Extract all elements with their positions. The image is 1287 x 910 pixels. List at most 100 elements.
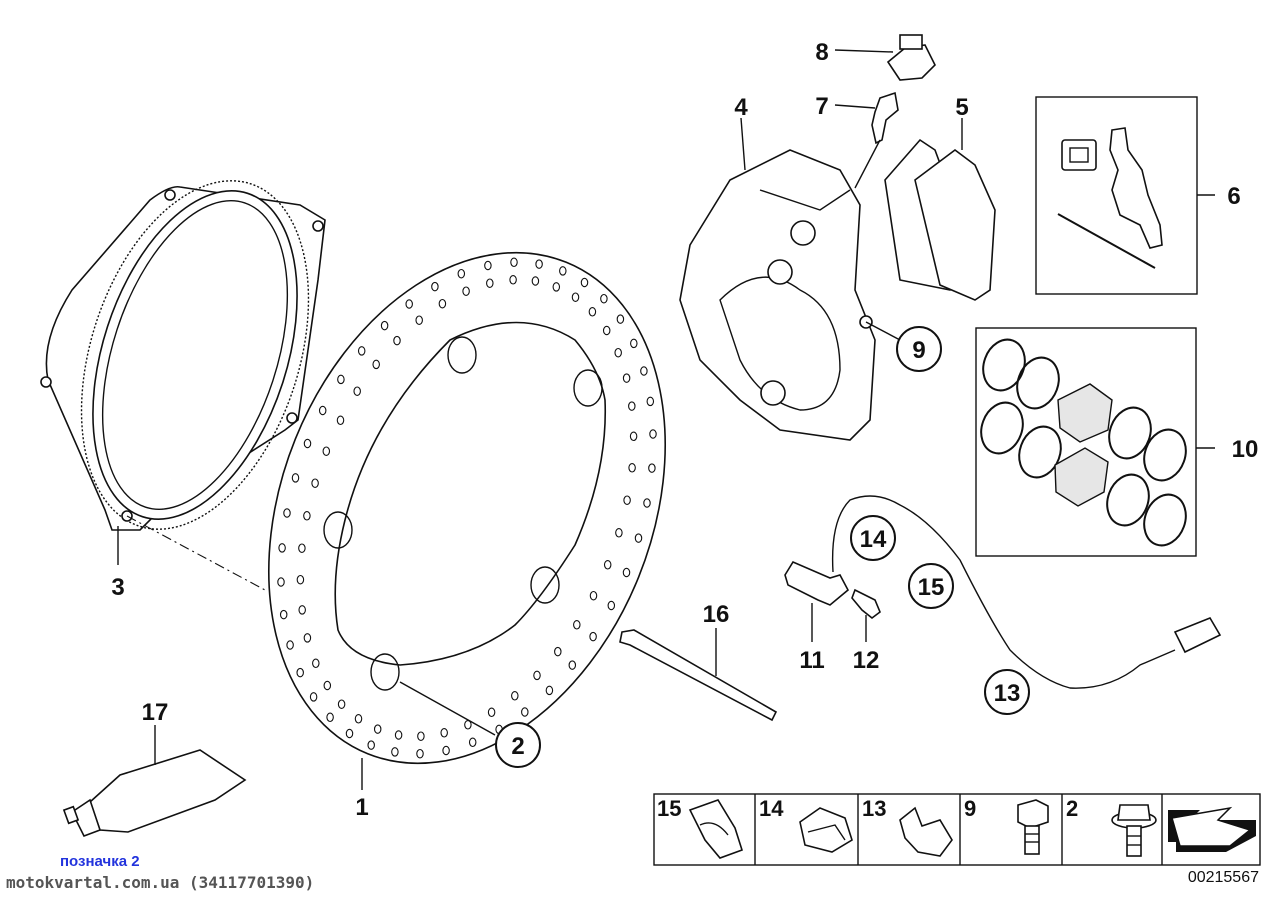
disc-hole bbox=[278, 543, 286, 553]
callout-8: 8 bbox=[815, 39, 828, 66]
disc-hole bbox=[311, 478, 319, 488]
bleed-valve-part bbox=[871, 91, 899, 145]
disc-hole bbox=[416, 748, 424, 759]
disc-hole bbox=[298, 543, 306, 553]
parts-legend: 15 14 13 9 2 bbox=[653, 793, 1261, 866]
disc-hole bbox=[643, 498, 651, 508]
callout-7: 7 bbox=[815, 93, 828, 120]
legend-label-13: 13 bbox=[862, 796, 886, 821]
disc-hole bbox=[345, 728, 354, 739]
disc-hole bbox=[442, 745, 450, 756]
disc-hole bbox=[367, 740, 375, 750]
callout-4: 4 bbox=[734, 94, 748, 121]
callout-circle-2 bbox=[495, 722, 541, 768]
disc-hole bbox=[614, 347, 622, 358]
disc-hole bbox=[417, 731, 425, 741]
disc-hole bbox=[646, 396, 655, 407]
callout-5: 5 bbox=[955, 94, 968, 121]
disc-hole bbox=[589, 631, 597, 642]
disc-hole bbox=[391, 747, 399, 757]
disc-hole bbox=[322, 446, 331, 456]
disc-hole bbox=[603, 560, 612, 570]
callout-12: 12 bbox=[853, 647, 880, 674]
disc-hole bbox=[545, 685, 554, 696]
disc-hole bbox=[511, 691, 519, 701]
callout-13: 13 bbox=[994, 680, 1021, 707]
callout-16: 16 bbox=[703, 601, 730, 628]
disc-hole bbox=[286, 640, 294, 650]
brake-disc-part bbox=[268, 251, 666, 765]
callout-10: 10 bbox=[1232, 436, 1259, 463]
bleed-cap-part bbox=[886, 34, 936, 81]
disc-hole bbox=[468, 737, 477, 748]
disc-hole bbox=[622, 373, 631, 383]
disc-hole bbox=[438, 298, 447, 309]
arrow-icon bbox=[1168, 806, 1256, 852]
diagram-code: 00215567 bbox=[1187, 869, 1259, 886]
seal-piston-kit-part bbox=[980, 338, 1187, 547]
callout-2: 2 bbox=[511, 733, 524, 760]
disc-hole bbox=[312, 658, 320, 669]
cable-tie-part bbox=[619, 629, 778, 722]
disc-hole bbox=[568, 660, 577, 670]
disc-hole bbox=[337, 374, 345, 385]
ring-axis-line bbox=[126, 515, 266, 591]
sensor-ring-part bbox=[40, 180, 326, 531]
disc-hole bbox=[277, 577, 285, 587]
disc-hole bbox=[580, 277, 589, 288]
disc-hole bbox=[589, 590, 598, 601]
brake-caliper-part bbox=[679, 149, 876, 441]
disc-hole bbox=[510, 257, 518, 268]
disc-hole bbox=[623, 495, 631, 505]
disc-hole bbox=[394, 730, 403, 740]
callout-circle-13 bbox=[984, 669, 1030, 715]
disc-hole bbox=[318, 405, 327, 416]
disc-hole bbox=[380, 320, 389, 331]
disc-hole bbox=[649, 429, 657, 439]
disc-hole bbox=[291, 473, 300, 483]
disc-hole bbox=[535, 259, 543, 269]
disc-hole bbox=[372, 359, 380, 370]
disc-hole bbox=[457, 268, 466, 279]
disc-hole bbox=[431, 281, 439, 292]
disc-hole bbox=[336, 415, 345, 426]
disc-hole bbox=[354, 714, 363, 724]
disc-hole bbox=[353, 386, 361, 396]
disc-hole bbox=[554, 646, 562, 657]
disc-hole bbox=[616, 314, 625, 324]
disc-hole bbox=[323, 680, 332, 691]
disc-hole bbox=[487, 707, 496, 718]
legend-label-15: 15 bbox=[657, 796, 681, 821]
disc-hole bbox=[415, 315, 423, 325]
disc-hole bbox=[283, 508, 291, 518]
disc-hole bbox=[533, 670, 541, 681]
footer-watermark: motokvartal.com.ua (34117701390) bbox=[6, 873, 315, 892]
disc-hole bbox=[640, 366, 648, 376]
disc-hole bbox=[296, 574, 305, 585]
seal-piston-kit-box bbox=[975, 327, 1197, 557]
legend-label-9: 9 bbox=[964, 796, 976, 821]
disc-hole bbox=[628, 401, 636, 411]
callout-circle-15 bbox=[908, 563, 954, 609]
disc-hole bbox=[405, 299, 413, 309]
disc-hole bbox=[303, 511, 311, 521]
sensor-bolt-part bbox=[851, 588, 881, 620]
disc-hole bbox=[509, 275, 517, 285]
disc-hole bbox=[337, 699, 346, 709]
torx-bolt-icon bbox=[1111, 804, 1157, 857]
disc-hole bbox=[552, 282, 561, 292]
disc-hole bbox=[303, 633, 312, 643]
callout-1: 1 bbox=[355, 794, 368, 821]
callout-circle-14 bbox=[850, 515, 896, 561]
cable-holder-icon bbox=[899, 806, 953, 857]
disc-hole bbox=[393, 335, 401, 346]
callout-11: 11 bbox=[799, 647, 824, 674]
disc-hole bbox=[326, 712, 334, 723]
callout-3: 3 bbox=[111, 574, 124, 601]
callout-circle-9 bbox=[896, 326, 942, 372]
disc-hole bbox=[571, 292, 580, 302]
disc-hole bbox=[486, 278, 494, 288]
disc-hole bbox=[615, 528, 623, 538]
disc-hole bbox=[357, 346, 366, 356]
